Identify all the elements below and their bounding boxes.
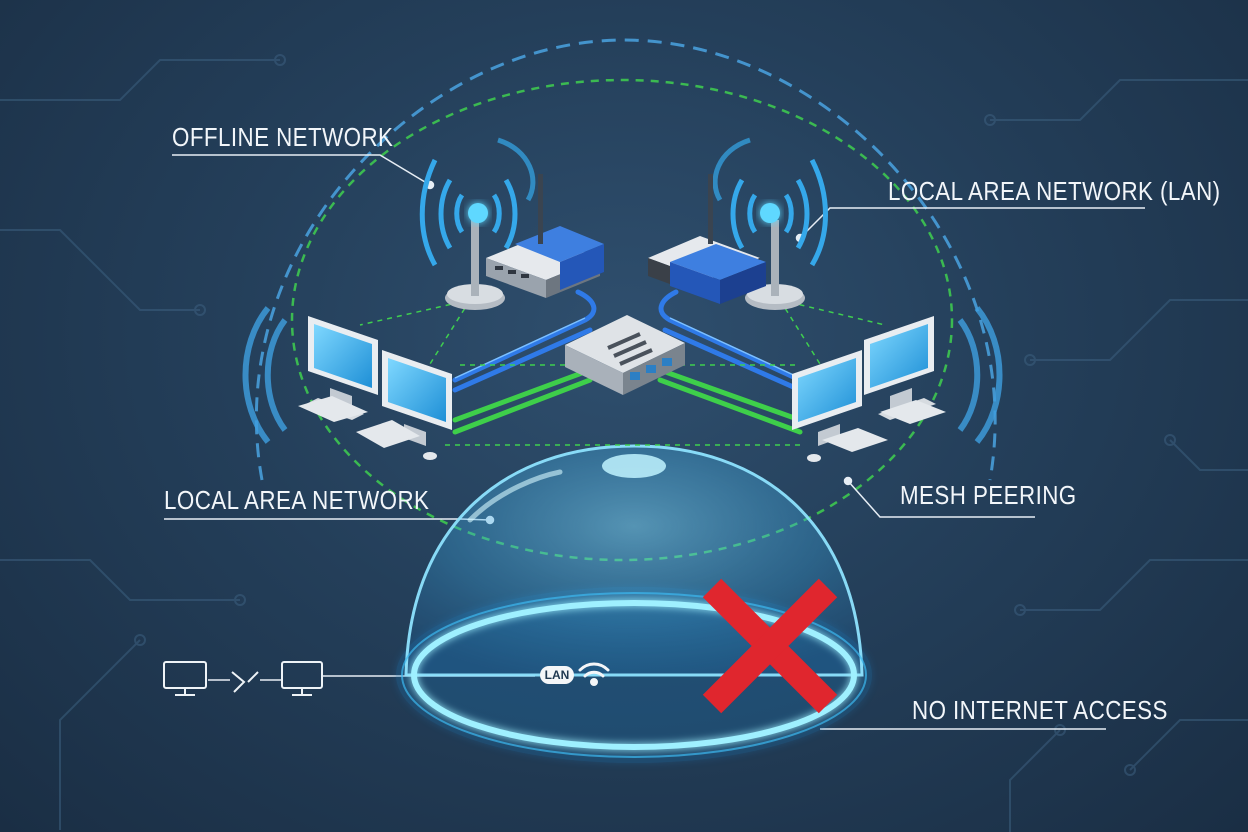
green-cables [452,367,803,435]
blue-cables [452,289,803,393]
offline-network-label: OFFLINE NETWORK [172,122,394,152]
antenna-icon [419,137,536,310]
keyboard-icon [807,400,946,462]
lan-badge: LAN [540,666,574,684]
mesh-peering-label: MESH PEERING [900,480,1077,510]
monitor-icon [792,350,862,446]
signal-arcs-left [242,306,288,444]
no-internet-label: NO INTERNET ACCESS [912,695,1168,725]
red-x-icon [702,578,838,714]
lan-label-left: LOCAL AREA NETWORK [164,485,430,515]
broken-link-icon [163,661,323,696]
antenna-icon [712,137,828,310]
switch-icon [565,315,685,395]
circuit-traces [0,54,1248,832]
signal-arcs-right [957,306,1003,444]
router-icon [486,174,604,298]
router-icon [648,174,766,304]
lan-label-top: LOCAL AREA NETWORK (LAN) [888,176,1221,206]
keyboard-icon [298,396,437,460]
monitor-icon [382,350,452,446]
outer-boundary-dashed [255,38,997,481]
wifi-icon [578,662,610,686]
blue-cable-highlights [454,317,801,379]
